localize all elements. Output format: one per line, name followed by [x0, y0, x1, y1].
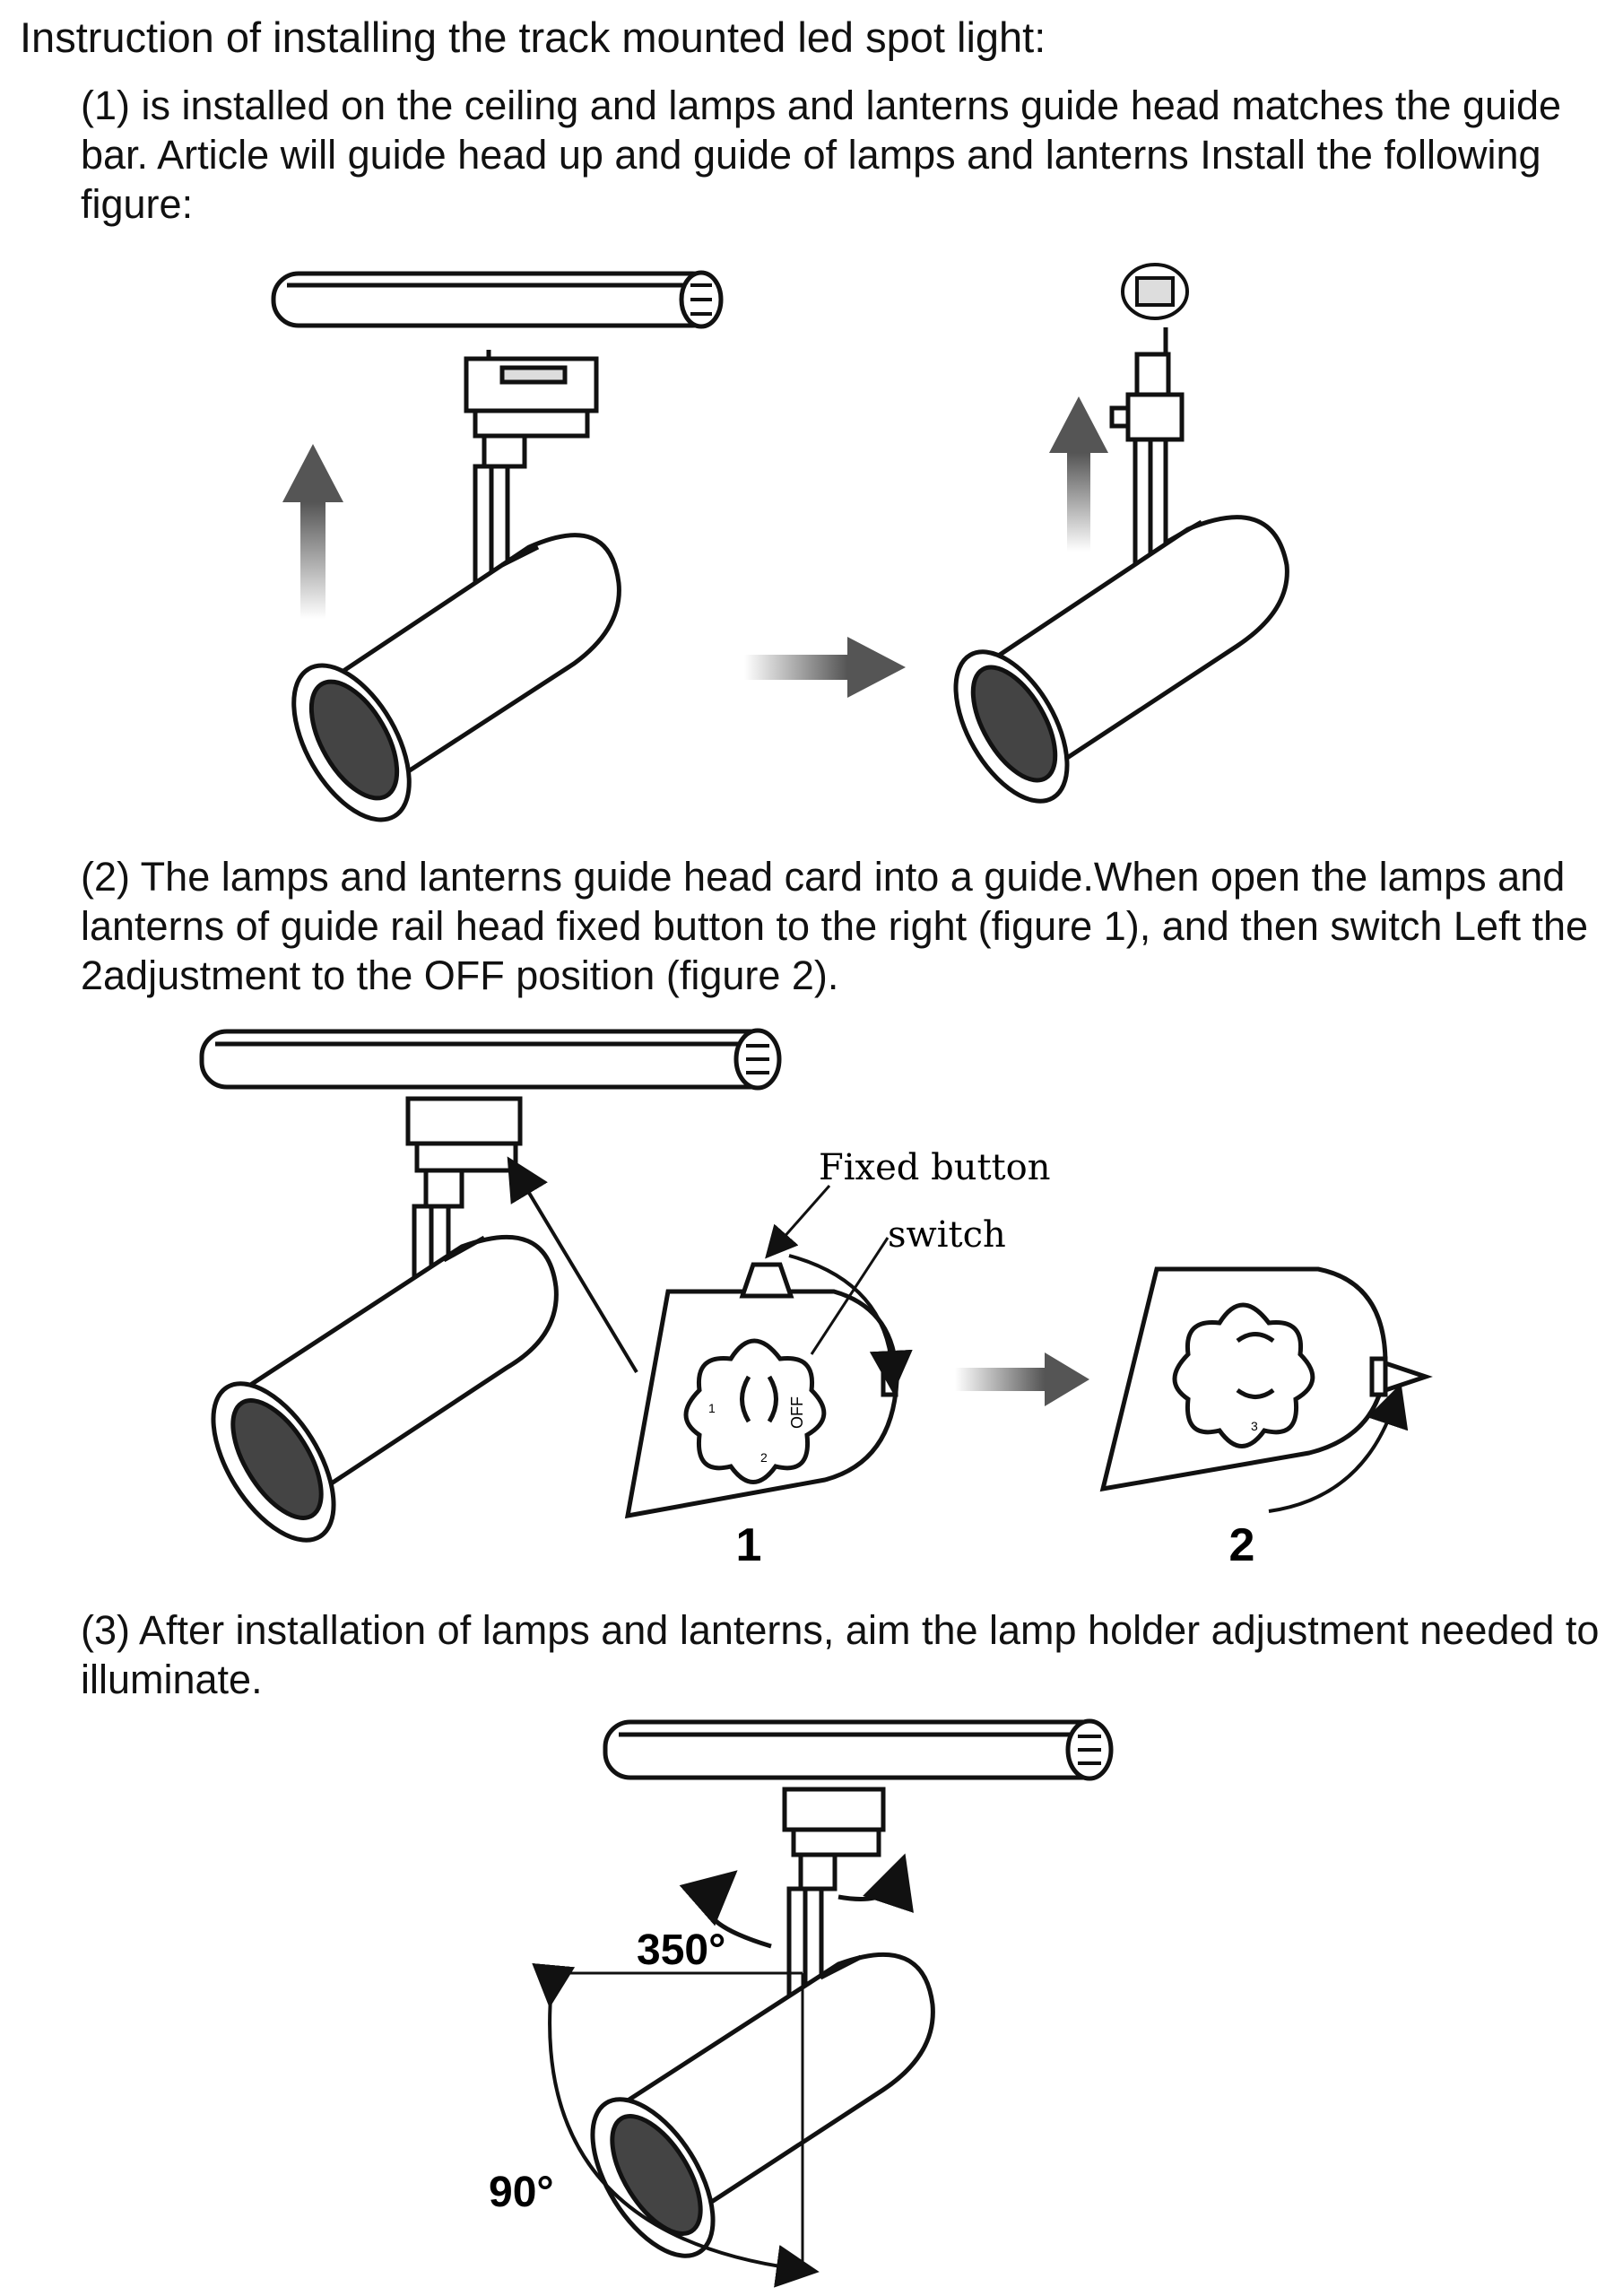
track-rail: [603, 1718, 1114, 1781]
track-end-cap: [1121, 263, 1189, 320]
page-title: Instruction of installing the track moun…: [20, 13, 1046, 61]
track-rail: [271, 270, 724, 329]
adapter-detail-1: [624, 1262, 899, 1519]
dial-3-label: 3: [1251, 1419, 1258, 1433]
dial-off-label: OFF: [788, 1396, 806, 1429]
dial-2-label: 2: [760, 1450, 768, 1465]
tilt-90-label: 90°: [489, 2169, 554, 2216]
dial-1-label: 1: [708, 1401, 716, 1415]
detail-pointer-line: [507, 1156, 638, 1374]
arrow-right-icon: [744, 637, 906, 698]
adapter-detail-2: [1099, 1266, 1433, 1492]
spot-lamp-body: [291, 533, 621, 822]
figure-adjust-angle: 350° 90°: [489, 1718, 1114, 2288]
spot-lamp-body: [590, 1952, 935, 2258]
rotation-350-label: 350°: [637, 1926, 725, 1974]
figure-2-number: 2: [1229, 1519, 1255, 1571]
rotate-350-arrow-icon: [838, 1853, 914, 1913]
figure-install-on-track: [271, 263, 1289, 822]
switch-label: switch: [888, 1214, 1006, 1256]
installed-lamp-body: [953, 515, 1289, 804]
rotate-350-arrow-icon: [679, 1870, 772, 1949]
tilt-90-arc-icon: [532, 1962, 820, 2288]
fixed-button-label: Fixed button: [819, 1147, 1050, 1188]
figure-lock-adapter: OFF 1 2 Fixed button switch 3 1 2: [199, 1028, 1433, 1571]
step-1-text: (1) is installed on the ceiling and lamp…: [81, 83, 1562, 227]
arrow-right-icon: [955, 1352, 1089, 1406]
arrow-up-icon: [282, 444, 343, 619]
spot-lamp-body: [211, 1234, 559, 1543]
track-rail: [199, 1028, 782, 1091]
rotate-right-arrow-icon: [788, 1254, 913, 1394]
figure-1-number: 1: [736, 1519, 762, 1571]
step-3-text: (3) After installation of lamps and lant…: [81, 1607, 1600, 1702]
step-2-text: (2) The lamps and lanterns guide head ca…: [81, 854, 1589, 998]
arrow-up-icon: [1049, 396, 1108, 552]
rotate-up-arrow-icon: [1268, 1383, 1409, 1513]
